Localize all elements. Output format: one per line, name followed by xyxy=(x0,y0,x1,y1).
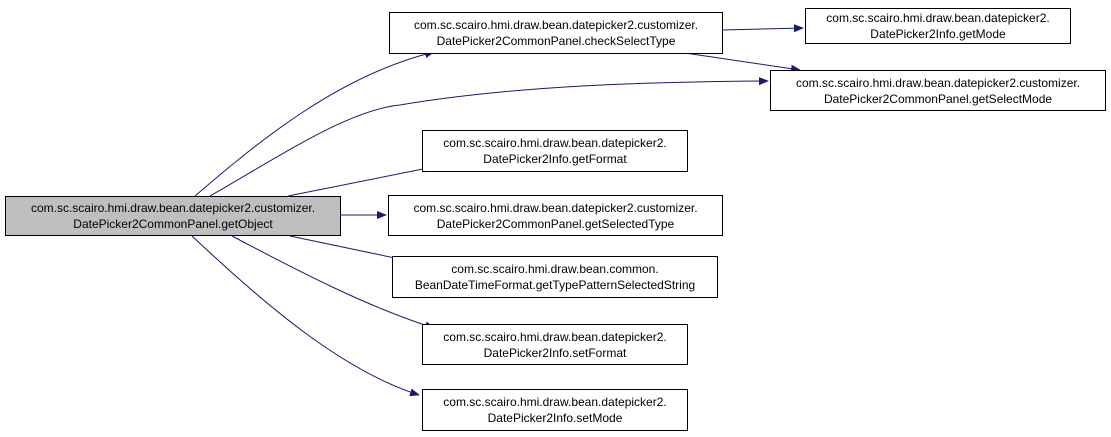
node-checkselecttype-line1: com.sc.scairo.hmi.draw.bean.datepicker2.… xyxy=(413,18,699,32)
node-getselectmode-line1: com.sc.scairo.hmi.draw.bean.datepicker2.… xyxy=(795,75,1081,90)
node-getmode-line1: com.sc.scairo.hmi.draw.bean.datepicker2. xyxy=(826,11,1050,25)
node-getformat[interactable]: com.sc.scairo.hmi.draw.bean.datepicker2.… xyxy=(422,130,688,172)
node-getobject-line2: DatePicker2CommonPanel.getObject xyxy=(73,217,273,231)
node-setformat-line1: com.sc.scairo.hmi.draw.bean.datepicker2. xyxy=(443,329,667,344)
node-getobject-line1: com.sc.scairo.hmi.draw.bean.datepicker2.… xyxy=(30,201,316,215)
edge-getobject-to-setmode xyxy=(191,235,420,397)
node-getselectedtype-line1: com.sc.scairo.hmi.draw.bean.datepicker2.… xyxy=(413,200,698,215)
edge-getobject-to-setformat xyxy=(231,235,435,330)
edge-getobject-to-getselectmode xyxy=(209,77,769,197)
node-setmode-line1: com.sc.scairo.hmi.draw.bean.datepicker2. xyxy=(443,395,667,409)
edge-checkselecttype-to-getselectmode xyxy=(684,52,801,73)
node-typepattern[interactable]: com.sc.scairo.hmi.draw.bean.common. Bean… xyxy=(392,256,718,298)
node-setformat[interactable]: com.sc.scairo.hmi.draw.bean.datepicker2.… xyxy=(422,324,688,365)
node-checkselecttype-line2: DatePicker2CommonPanel.checkSelectType xyxy=(436,34,676,48)
node-getobject[interactable]: com.sc.scairo.hmi.draw.bean.datepicker2.… xyxy=(5,196,341,236)
node-getmode-line2: DatePicker2Info.getMode xyxy=(870,27,1006,41)
node-typepattern-line1: com.sc.scairo.hmi.draw.bean.common. xyxy=(451,262,659,276)
node-typepattern-line2: BeanDateTimeFormat.getTypePatternSelecte… xyxy=(414,278,696,292)
node-getselectedtype-line2: DatePicker2CommonPanel.getSelectedType xyxy=(436,216,675,231)
node-setformat-line2: DatePicker2Info.setFormat xyxy=(483,345,627,360)
node-getselectmode[interactable]: com.sc.scairo.hmi.draw.bean.datepicker2.… xyxy=(770,70,1106,111)
edge-checkselecttype-to-getmode xyxy=(721,24,804,33)
node-checkselecttype[interactable]: com.sc.scairo.hmi.draw.bean.datepicker2.… xyxy=(389,12,723,54)
node-setmode-line2: DatePicker2Info.setMode xyxy=(487,411,623,425)
node-getmode[interactable]: com.sc.scairo.hmi.draw.bean.datepicker2.… xyxy=(805,8,1071,44)
node-getselectedtype[interactable]: com.sc.scairo.hmi.draw.bean.datepicker2.… xyxy=(388,195,723,236)
node-getformat-line1: com.sc.scairo.hmi.draw.bean.datepicker2. xyxy=(443,136,667,150)
node-getformat-line2: DatePicker2Info.getFormat xyxy=(483,152,627,166)
node-setmode[interactable]: com.sc.scairo.hmi.draw.bean.datepicker2.… xyxy=(422,389,688,431)
node-getselectmode-line2: DatePicker2CommonPanel.getSelectMode xyxy=(823,91,1053,106)
edge-getobject-to-checkselecttype xyxy=(194,50,435,197)
edge-getobject-to-getformat xyxy=(287,164,434,197)
